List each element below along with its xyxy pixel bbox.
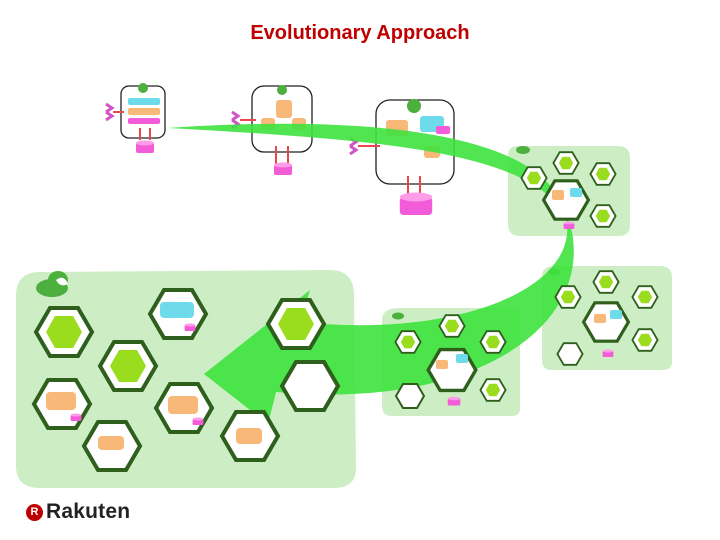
cluster-top — [520, 151, 617, 229]
rakuten-logo: R Rakuten — [26, 498, 130, 526]
page-title: Evolutionary Approach — [250, 22, 470, 44]
monolith-stage-1 — [105, 83, 166, 153]
cluster-right — [554, 270, 659, 366]
logo-wordmark: Rakuten — [46, 500, 131, 523]
logo-mark-icon: R — [26, 503, 43, 521]
cloud-icon-small — [392, 312, 404, 320]
cluster-mid — [394, 314, 507, 409]
evolution-arrow — [168, 123, 574, 425]
cloud-icon — [36, 271, 68, 297]
monolith-stage-3 — [349, 99, 455, 215]
cluster-large — [32, 288, 340, 472]
cloud-icon-small — [516, 146, 530, 154]
